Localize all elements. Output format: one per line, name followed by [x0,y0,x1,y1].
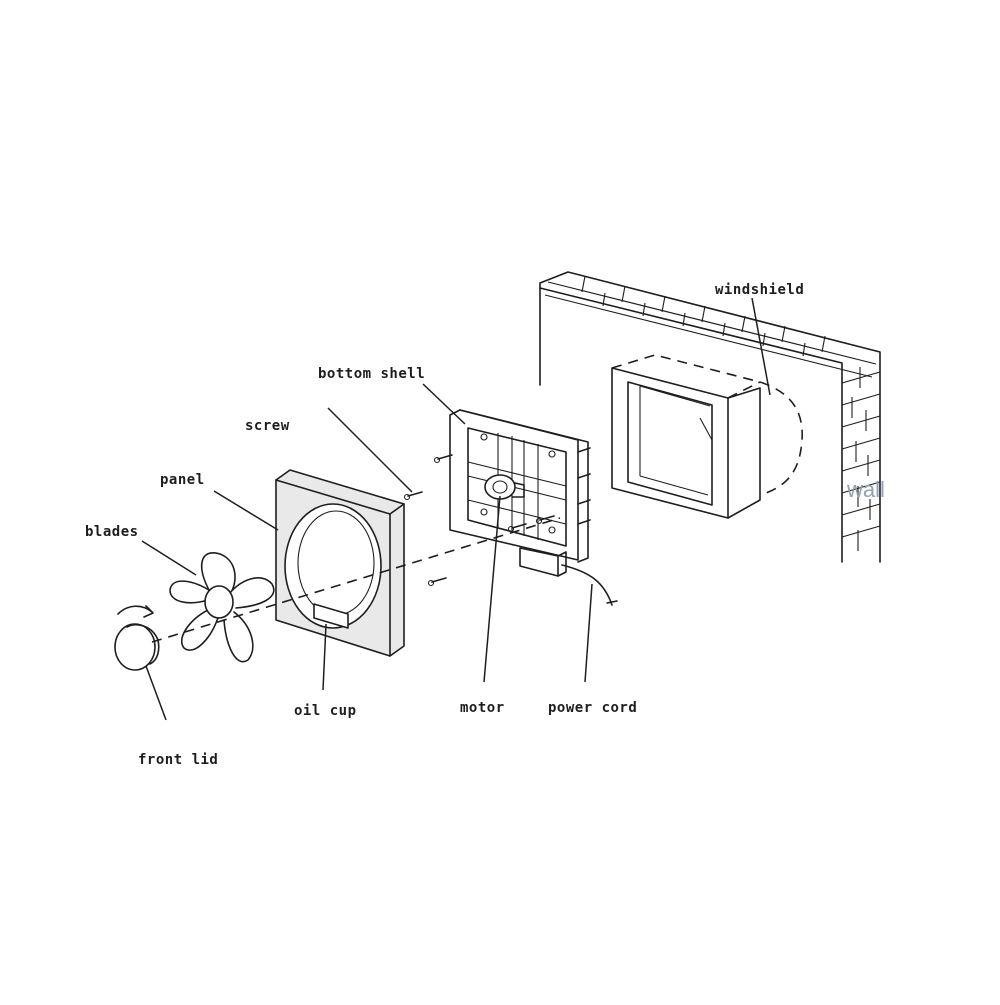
leader-bottom-shell [422,383,466,425]
label-oil-cup: oil cup [294,703,357,719]
label-power-cord: power cord [548,700,638,716]
bottom-shell-illustration [449,409,618,606]
screws-illustration [403,454,555,587]
assembly-axis [151,517,561,643]
label-panel: panel [160,472,205,488]
screw-1 [433,454,453,464]
front-lid-illustration [114,605,160,671]
blades-illustration [169,552,275,663]
leader-oil-cup [322,623,327,691]
label-windshield: windshield [715,282,805,298]
leader-lines [141,297,771,721]
label-bottom-shell: bottom shell [318,366,426,382]
windshield-illustration [611,354,803,519]
screw-4 [507,523,527,533]
label-motor: motor [460,700,505,716]
screw-2 [403,491,423,501]
leader-power-cord [584,583,593,683]
screw-5 [535,515,555,525]
leader-motor [483,495,501,683]
label-blades: blades [85,524,139,540]
screw-3 [427,577,447,587]
leader-screw [327,407,413,493]
leader-windshield [751,297,771,396]
leader-blades [141,540,197,576]
leader-panel [213,490,279,531]
label-wall: wall [847,477,885,502]
wall-illustration [539,271,881,563]
panel-illustration [275,469,405,657]
label-front-lid: front lid [138,752,219,768]
label-screw: screw [245,418,290,434]
leader-front-lid [145,665,167,721]
